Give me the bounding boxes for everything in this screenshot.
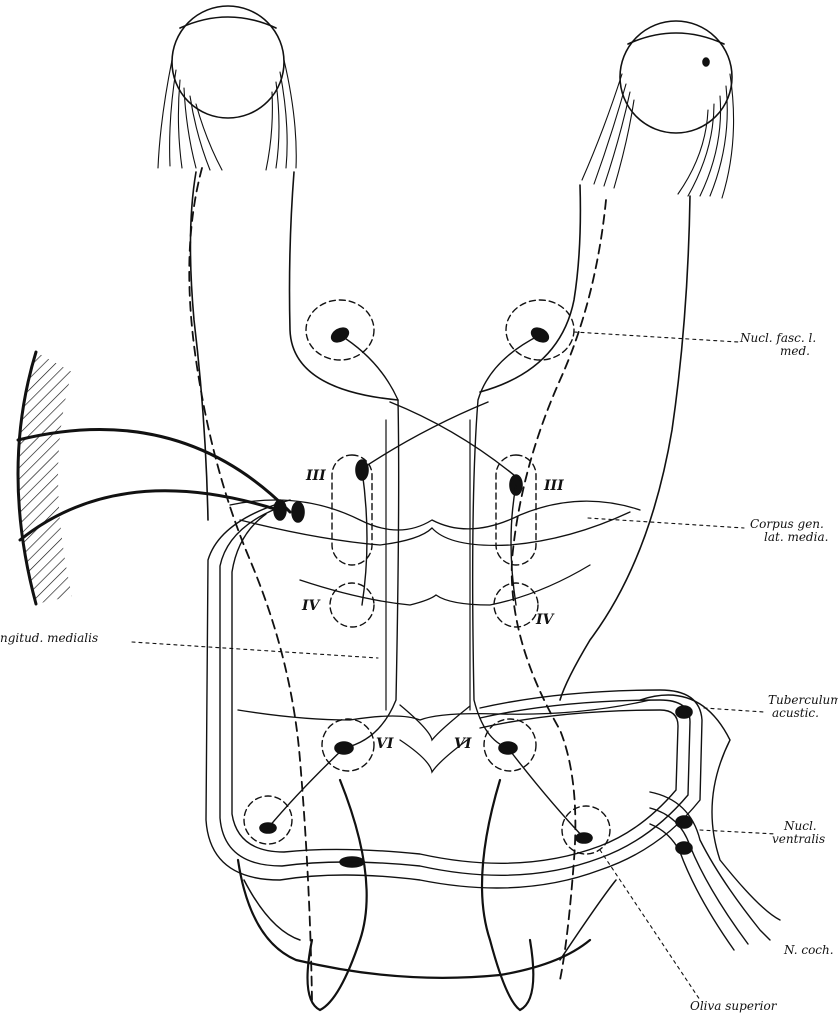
- cochlear-nerve-bundle: [639, 694, 781, 951]
- axon-paths: [267, 334, 585, 839]
- label-tuberculum-line2: acustic.: [772, 706, 819, 720]
- numeral-iv-right: IV: [536, 612, 554, 628]
- label-leaders: [131, 331, 777, 1001]
- cross-section-curves: [229, 499, 651, 774]
- numeral-iv-left: IV: [302, 598, 320, 614]
- label-nucl-ventralis-line1: Nucl.: [784, 819, 817, 833]
- numeral-iii-left: III: [306, 468, 326, 484]
- label-nucl-fasc: Nucl. fasc. l. med.: [740, 332, 838, 358]
- cortex-hatched-area: [18, 352, 72, 604]
- numeral-vi-left: VI: [376, 736, 394, 752]
- brainstem-outline-right: [559, 195, 691, 701]
- label-longitud-medialis: ngitud. medialis: [0, 631, 99, 645]
- optic-tract-bundle: [205, 499, 703, 889]
- right-eyeball: [619, 20, 733, 134]
- right-eye-muscle-strands: [581, 73, 735, 199]
- dashed-tracts: [188, 167, 607, 1001]
- label-tuberculum-line1: Tuberculum: [768, 693, 838, 707]
- brainstem-outline-left: [189, 171, 209, 521]
- brainstem-outline-inner-right: [479, 184, 582, 393]
- label-corpus-gen: Corpus gen. lat. media.: [750, 518, 828, 544]
- left-eyeball: [171, 5, 285, 119]
- label-nucl-fasc-line1: Nucl. fasc. l.: [740, 331, 817, 345]
- left-eye-muscle-strands: [157, 59, 297, 171]
- label-tuberculum: Tuberculum acustic.: [768, 694, 838, 720]
- bottom-loops: [236, 778, 592, 1012]
- label-corpus-gen-line1: Corpus gen.: [750, 517, 824, 531]
- label-nucl-ventralis-line2: ventralis: [772, 832, 826, 846]
- label-n-coch: N. coch.: [784, 943, 834, 957]
- numeral-iii-right: III: [544, 478, 564, 494]
- numeral-vi-right: VI: [454, 736, 472, 752]
- label-corpus-gen-line2: lat. media.: [764, 530, 829, 544]
- label-nucl-ventralis: Nucl. ventralis: [772, 820, 825, 846]
- brainstem-outline-inner-left: [288, 171, 399, 401]
- nuclei-outlines: [243, 299, 611, 855]
- brainstem-base-outline: [243, 879, 617, 961]
- label-oliva-superior: Oliva superior: [690, 999, 777, 1013]
- label-nucl-fasc-line2: med.: [780, 344, 810, 358]
